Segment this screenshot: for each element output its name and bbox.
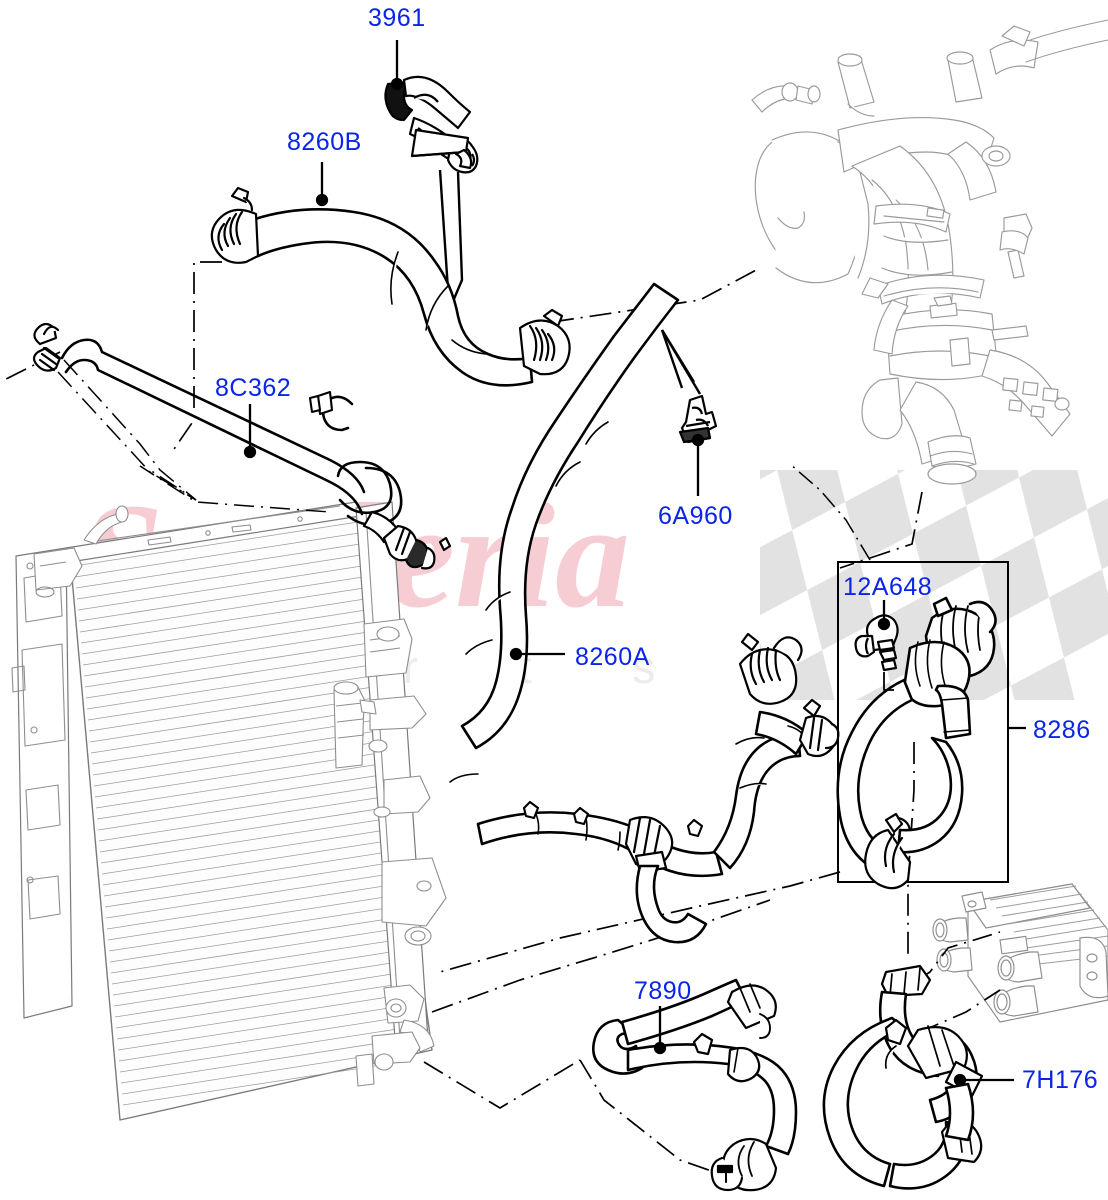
callout-label-7890[interactable]: 7890 xyxy=(634,977,692,1005)
callout-label-8286[interactable]: 8286 xyxy=(1033,716,1091,744)
callout-label-12A648[interactable]: 12A648 xyxy=(843,573,933,601)
component-radiator xyxy=(11,501,447,1121)
component-radiator-upper-hose xyxy=(210,186,571,387)
callout-label-6A960[interactable]: 6A960 xyxy=(658,502,733,530)
component-radiator-lower-hose xyxy=(449,282,840,944)
component-heater-hose-assembly xyxy=(836,596,997,890)
component-transmission-cooler-hose xyxy=(822,964,984,1190)
callout-label-8260A[interactable]: 8260A xyxy=(575,643,650,671)
callout-label-3961[interactable]: 3961 xyxy=(368,4,426,32)
assembly-box-8286 xyxy=(837,561,1009,883)
callout-label-8C362[interactable]: 8C362 xyxy=(215,374,292,402)
callout-leaders xyxy=(243,40,1026,1087)
component-degas-bottle-hose xyxy=(32,322,452,570)
component-oil-cooler-hose xyxy=(592,978,798,1192)
clip-leader-lines xyxy=(660,329,702,395)
callout-label-7H176[interactable]: 7H176 xyxy=(1022,1066,1099,1094)
assembly-guide-lines xyxy=(3,261,1001,1189)
component-turbocharger-intake-assembly xyxy=(751,19,1108,485)
component-hose-bracket-clip xyxy=(384,75,479,174)
callout-label-8260B[interactable]: 8260B xyxy=(287,128,362,156)
component-transmission-oil-cooler xyxy=(932,883,1108,1023)
